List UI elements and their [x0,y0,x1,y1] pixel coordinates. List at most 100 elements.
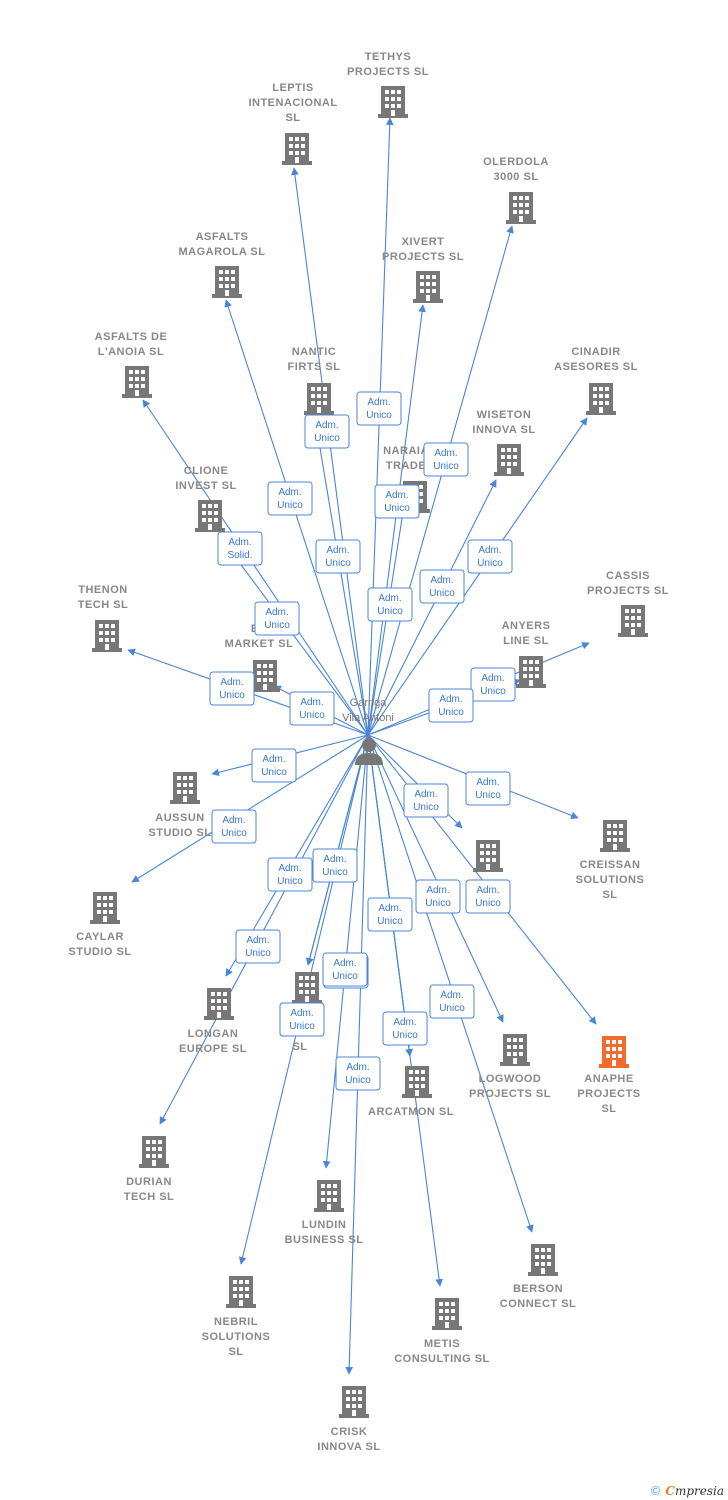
relation-label-text: Adm. [440,990,463,1001]
relation-edge-berson [367,734,534,1233]
company-name-line: SL [602,889,617,901]
company-name-line: LINE SL [503,635,549,647]
company-name-line: OLERDOLA [483,156,549,168]
company-node-asfalts-anoia[interactable]: ASFALTS DEL'ANOIA SL [95,331,168,398]
relation-label-asfalts-magarola[interactable]: Adm.Unico [267,481,313,516]
relation-label-logwood[interactable]: Adm.Unico [415,879,461,914]
company-node-olerdola[interactable]: OLERDOLA 3000 SL [483,156,549,224]
company-name-line: PROJECTS SL [469,1088,551,1100]
relation-label-berson[interactable]: Adm.Unico [429,984,475,1019]
relation-label-text: Adm. [481,673,504,684]
relation-label-naraia[interactable]: Adm.Unico [367,587,413,622]
company-name-line: LEPTIS [272,82,314,94]
relation-label-bu[interactable]: Adm.Unico [312,848,358,883]
building-icon [618,605,648,637]
relation-edge-asfalts-anoia [142,399,369,736]
relation-label-aussun[interactable]: Adm.Unico [251,748,297,783]
company-node-logwood[interactable]: LOGWOOD PROJECTS SL [469,1034,551,1100]
relation-label-durian[interactable]: Adm.Unico [235,929,281,964]
relation-label-anaphe[interactable]: Adm.Unico [465,879,511,914]
relation-label-caylar[interactable]: Adm.Unico [211,809,257,844]
building-icon [204,988,234,1020]
relation-label-arcatmon[interactable]: Adm.Unico [367,897,413,932]
relation-label-text: Adm. [378,593,401,604]
company-name-line: LOGWOOD [479,1073,542,1085]
relation-label-thenon[interactable]: Adm.Unico [209,671,255,706]
relation-label-text: Unico [475,898,501,909]
relation-label-text: Unico [384,503,410,514]
relation-label-text: Solid. [227,550,252,561]
relation-label-text: Adm. [476,777,499,788]
relation-label-olerdola[interactable]: Adm.Unico [423,442,469,477]
relation-label-unnamed-mid[interactable]: Adm.Unico [403,783,449,818]
company-name-line: CINADIR [571,346,620,358]
company-name-line: 3000 SL [493,171,538,183]
building-icon [586,383,616,415]
relation-label-tethys[interactable]: Adm.Unico [356,391,402,426]
relation-label-longan[interactable]: Adm.Unico [267,857,313,892]
relation-label-nantic[interactable]: Adm.Unico [315,539,361,574]
relation-label-text: Adm. [346,1062,369,1073]
relation-label-text: Unico [277,500,303,511]
company-name-line: PROJECTS SL [382,251,464,263]
relation-label-leptis[interactable]: Adm.Unico [304,414,350,449]
relation-label-box [423,442,469,477]
relation-label-box [312,848,358,883]
building-icon [600,820,630,852]
building-icon [122,366,152,398]
relation-edge-wiseton [367,479,497,736]
relation-label-text: Adm. [222,815,245,826]
relation-label-box [217,531,263,566]
relation-label-metis[interactable]: Adm.Unico [382,1011,428,1046]
relation-label-crisk[interactable]: Adm.Unico [335,1056,381,1091]
relation-label-bu[interactable]: Adm.Unico [279,1002,325,1037]
company-name-line: THENON [78,584,127,596]
company-node-arcatmon[interactable]: ARCATMON SL [368,1066,454,1118]
relation-label-text: Adm. [414,789,437,800]
relation-label-wiseton[interactable]: Adm.Unico [419,569,465,604]
relation-label-asfalts-anoia[interactable]: Adm.Solid. [217,531,263,566]
relation-label-box [209,671,255,706]
building-icon [599,1036,629,1068]
relation-label-er-market[interactable]: Adm.Unico [289,691,335,726]
person-node[interactable]: Garriga Vila Antoni [342,697,394,765]
relation-label-text: Adm. [246,935,269,946]
relation-label-box [428,688,474,723]
relation-label-anyers[interactable]: Adm.Unico [428,688,474,723]
company-name-line: LONGAN [188,1028,239,1040]
company-name-line: ASFALTS [196,231,249,243]
relation-label-cassis[interactable]: Adm.Unico [470,667,516,702]
relation-label-creissan[interactable]: Adm.Unico [465,771,511,806]
relation-label-clione[interactable]: Adm.Unico [254,601,300,636]
company-node-unnamed-mid[interactable] [473,840,503,872]
relation-label-text: Unico [438,707,464,718]
relation-label-cinadir[interactable]: Adm.Unico [467,539,513,574]
relation-label-arcatmon[interactable]: Adm.Unico [322,952,368,987]
relation-label-xivert[interactable]: Adm.Unico [374,484,420,519]
relation-label-text: Unico [366,410,392,421]
person-name-line2: Vila Antoni [342,712,394,724]
